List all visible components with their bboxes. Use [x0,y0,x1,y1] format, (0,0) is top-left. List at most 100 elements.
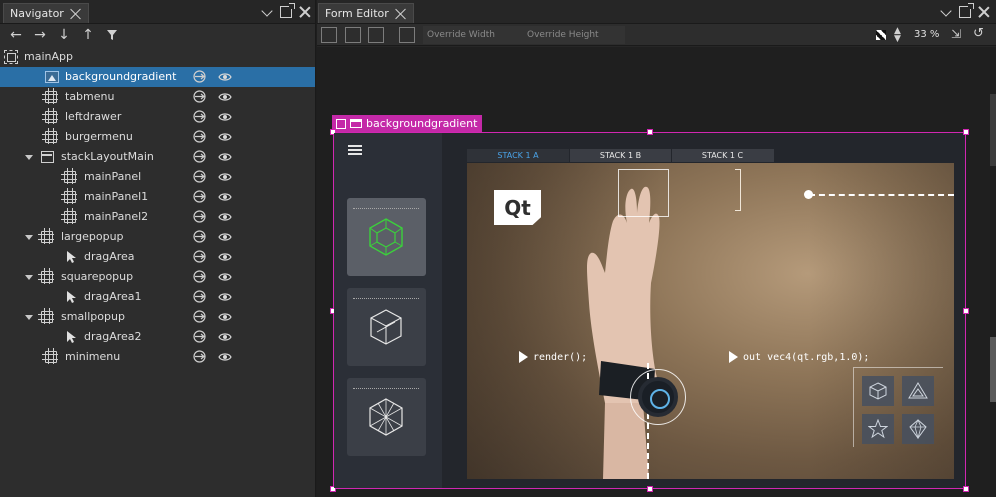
lock-toggle-icon[interactable] [192,330,207,343]
visibility-eye-icon[interactable] [218,291,232,303]
visibility-eye-icon[interactable] [218,171,232,183]
play-icon[interactable] [519,351,528,363]
vertical-scrollbar-track[interactable] [990,94,996,166]
arrow-right-icon[interactable]: → [34,27,46,43]
close-icon[interactable] [395,8,407,20]
visibility-eye-icon[interactable] [218,211,232,223]
expand-arrow-icon[interactable] [25,155,33,160]
mini-gem-button[interactable] [902,414,934,444]
lock-toggle-icon[interactable] [192,70,207,83]
lock-toggle-icon[interactable] [192,170,207,183]
reload-icon[interactable]: ↺ [973,26,984,41]
lock-toggle-icon[interactable] [192,230,207,243]
visibility-eye-icon[interactable] [218,231,232,243]
override-height-field[interactable]: Override Height [523,26,625,44]
lock-toggle-icon[interactable] [192,270,207,283]
mini-star-button[interactable] [862,414,894,444]
lock-toggle-icon[interactable] [192,210,207,223]
tree-item-leftdrawer[interactable]: leftdrawer [0,107,315,127]
tree-item-dragArea1[interactable]: dragArea1 [0,287,315,307]
tree-item-dragArea[interactable]: dragArea [0,247,315,267]
visibility-eye-icon[interactable] [218,311,232,323]
undock-icon[interactable] [280,3,295,18]
expand-arrow-icon[interactable] [25,315,33,320]
reset-view-icon[interactable] [399,27,415,43]
filter-icon[interactable] [103,26,121,44]
lock-toggle-icon[interactable] [192,350,207,363]
lock-toggle-icon[interactable] [192,250,207,263]
tree-item-backgroundgradient[interactable]: backgroundgradient [0,67,315,87]
arrow-down-icon[interactable]: ↓ [58,27,70,43]
visibility-eye-icon[interactable] [218,191,232,203]
arrow-left-icon[interactable]: ← [10,27,22,43]
stack-tab-2[interactable]: STACK 1 B [569,149,671,162]
resize-handle-right[interactable] [963,308,969,314]
tree-item-tabmenu[interactable]: tabmenu [0,87,315,107]
tree-item-dragArea2[interactable]: dragArea2 [0,327,315,347]
navigator-tab[interactable]: Navigator [3,3,89,23]
visibility-eye-icon[interactable] [218,111,232,123]
visibility-eye-icon[interactable] [218,271,232,283]
chevron-down-icon[interactable] [260,5,274,19]
zoom-stepper-icon[interactable]: ▲▼ [894,26,901,44]
tree-item-squarepopup[interactable]: squarepopup [0,267,315,287]
visibility-eye-icon[interactable] [218,251,232,263]
tree-item-mainPanel[interactable]: mainPanel [0,167,315,187]
tree-item-mainPanel1[interactable]: mainPanel1 [0,187,315,207]
visibility-eye-icon[interactable] [218,131,232,143]
play-icon[interactable] [729,351,738,363]
selection-tag[interactable]: backgroundgradient [332,115,483,132]
lock-toggle-icon[interactable] [192,130,207,143]
resize-handle-top-left[interactable] [330,129,336,135]
lock-toggle-icon[interactable] [192,150,207,163]
override-width-field[interactable]: Override Width [423,26,523,44]
form-editor-tab[interactable]: Form Editor [318,3,414,23]
burger-menu-icon[interactable] [348,145,362,155]
tree-item-largepopup[interactable]: largepopup [0,227,315,247]
drawer-card-1[interactable] [347,198,426,276]
anchor-icon[interactable] [345,27,361,43]
resize-handle-bottom[interactable] [647,486,653,492]
stack-tab-1[interactable]: STACK 1 A [467,149,569,162]
resize-handle-top-right[interactable] [963,129,969,135]
fit-width-icon[interactable] [321,27,337,43]
resize-handle-bottom-left[interactable] [330,486,336,492]
visibility-eye-icon[interactable] [218,91,232,103]
visibility-eye-icon[interactable] [218,151,232,163]
undock-icon[interactable] [959,3,974,18]
zoom-level[interactable]: 33 % [914,29,940,40]
visibility-eye-icon[interactable] [218,351,232,363]
expand-arrow-icon[interactable] [25,275,33,280]
vertical-scrollbar-handle[interactable] [990,337,996,402]
drawer-card-3[interactable] [347,378,426,456]
visibility-eye-icon[interactable] [218,71,232,83]
snap-icon[interactable] [368,27,384,43]
lock-toggle-icon[interactable] [192,90,207,103]
tree-item-mainPanel2[interactable]: mainPanel2 [0,207,315,227]
fit-screen-icon[interactable]: ⇲ [951,27,962,41]
stack-tab-3[interactable]: STACK 1 C [671,149,773,162]
lock-toggle-icon[interactable] [192,110,207,123]
mini-pyramid-button[interactable] [902,376,934,406]
background-color-icon[interactable] [876,30,886,40]
drawer-card-2[interactable] [347,288,426,366]
arrow-up-icon[interactable]: ↑ [82,27,94,43]
lock-toggle-icon[interactable] [192,290,207,303]
tree-item-mainApp[interactable]: mainApp [0,47,315,67]
tree-item-stackLayoutMain[interactable]: stackLayoutMain [0,147,315,167]
close-pane-icon[interactable] [298,5,312,19]
lock-toggle-icon[interactable] [192,310,207,323]
select-parent-icon[interactable] [336,118,346,129]
resize-handle-bottom-right[interactable] [963,486,969,492]
chevron-down-icon[interactable] [939,5,953,19]
mini-cube-button[interactable] [862,376,894,406]
expand-arrow-icon[interactable] [25,235,33,240]
tree-item-smallpopup[interactable]: smallpopup [0,307,315,327]
visibility-eye-icon[interactable] [218,331,232,343]
close-pane-icon[interactable] [977,5,991,19]
lock-toggle-icon[interactable] [192,190,207,203]
form-editor-canvas[interactable]: backgroundgradient [317,47,996,497]
resize-handle-top[interactable] [647,129,653,135]
tree-item-minimenu[interactable]: minimenu [0,347,315,367]
